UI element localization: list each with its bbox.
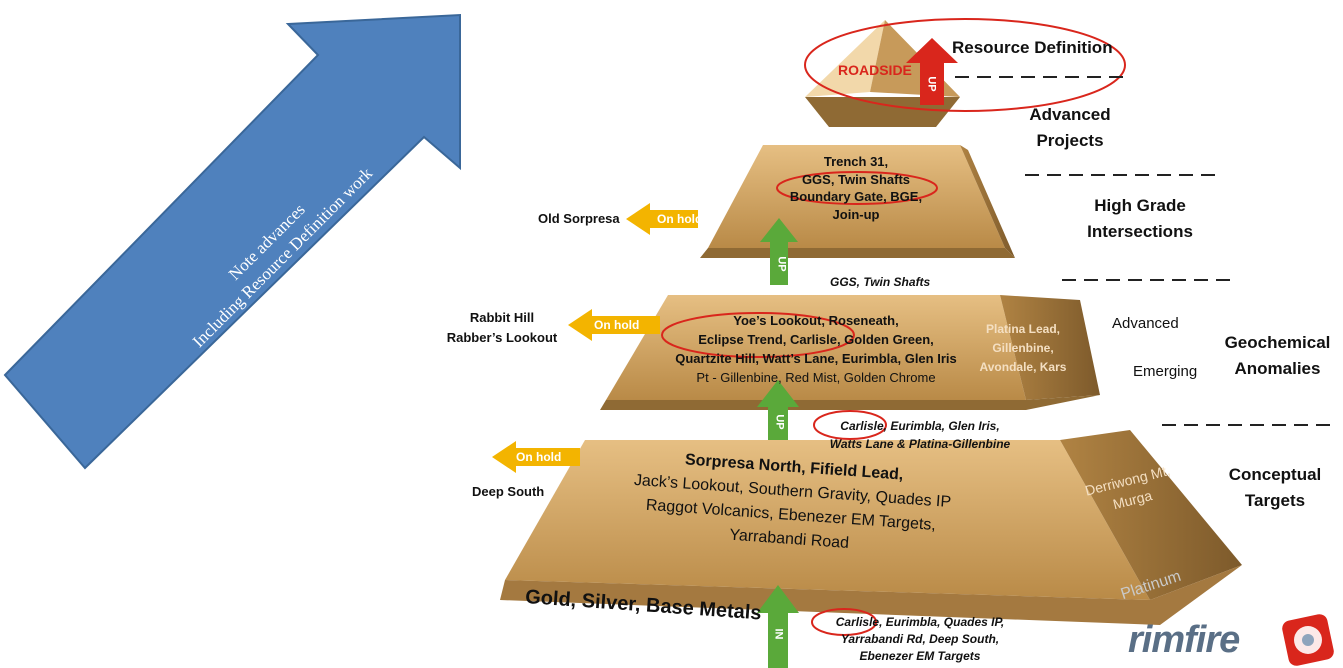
high-grade-line-1: High Grade (1094, 196, 1186, 215)
conceptual-pyramid (500, 430, 1242, 625)
high-grade-item: Trench 31, (823, 154, 889, 169)
roadside-label: ROADSIDE (838, 62, 912, 78)
ggs-twin-shafts-promoted: GGS, Twin Shafts (830, 275, 931, 289)
geochemical-pyramid (600, 295, 1100, 410)
high-grade-items: Trench 31, GGS, Twin Shafts Boundary Gat… (766, 153, 946, 223)
geochemical-item: Yoe’s Lookout, Roseneath, (733, 313, 899, 328)
geochemical-side-item: Avondale, Kars (979, 360, 1067, 374)
top-up-arrow-label: UP (925, 76, 938, 92)
rabbit-hill-line-1: Rabbit Hill (469, 310, 535, 325)
on-hold-arrow-2 (568, 309, 660, 341)
emerging-label: Emerging (1133, 363, 1198, 380)
high-grade-intersections-label: High Grade Intersections (1065, 193, 1215, 245)
on-hold-arrow-1 (626, 203, 698, 235)
up-arrow-2-label: UP (773, 414, 786, 430)
incoming-line-2: Yarrabandi Rd, Deep South, (840, 632, 1000, 646)
rabbit-hill-line-2: Rabber’s Lookout (446, 330, 558, 345)
geochemical-promoted: Carlisle, Eurimbla, Glen Iris, Watts Lan… (800, 417, 1040, 453)
on-hold-label-1: On hold (657, 212, 703, 226)
ggs-circle (776, 171, 938, 205)
advanced-projects-line-2: Projects (1036, 131, 1104, 150)
geochemical-anomalies-label: Geochemical Anomalies (1215, 330, 1340, 382)
high-grade-line-2: Intersections (1087, 222, 1193, 241)
geochemical-item: Eclipse Trend, Carlisle, Golden Green, (698, 332, 934, 347)
conceptual-line-2: Targets (1244, 491, 1306, 510)
on-hold-arrow-3 (492, 441, 580, 473)
geochemical-item: Quartzite Hill, Watt’s Lane, Eurimbla, G… (675, 351, 957, 366)
on-hold-label-3: On hold (516, 450, 562, 464)
incoming-line-1: Carlisle, Eurimbla, Quades IP, (835, 615, 1005, 629)
geochemical-side-items: Platina Lead, Gillenbine, Avondale, Kars (973, 320, 1073, 377)
geochemical-item: Pt - Gillenbine, Red Mist, Golden Chrome (696, 370, 936, 385)
high-grade-item: Boundary Gate, BGE, (789, 189, 923, 204)
conceptual-targets-label: Conceptual Targets (1215, 462, 1335, 514)
promoted-line-2: Watts Lane & Platina-Gillenbine (829, 437, 1011, 451)
incoming-targets: Carlisle, Eurimbla, Quades IP, Yarraband… (805, 614, 1035, 665)
high-grade-item: GGS, Twin Shafts (801, 171, 911, 187)
resource-definition-circle (804, 18, 1126, 112)
in-arrow-label: IN (772, 628, 785, 640)
rimfire-logo-text: rimfire (1128, 619, 1240, 661)
incoming-carlisle-circle (811, 608, 877, 636)
green-up-arrow-2 (757, 380, 799, 440)
incoming-line-3: Ebenezer EM Targets (859, 649, 981, 663)
geochemical-line-1: Geochemical (1224, 333, 1331, 352)
old-sorpresa-label: Old Sorpresa (538, 211, 620, 226)
on-hold-label-2: On hold (594, 318, 640, 332)
green-up-arrow-1 (760, 218, 798, 285)
geochemical-side-item: Gillenbine, (992, 341, 1054, 355)
promoted-carlisle-circle (813, 410, 887, 440)
high-grade-item: Join-up (832, 206, 880, 222)
conceptual-line-1: Conceptual (1228, 465, 1322, 484)
red-up-arrow (906, 38, 958, 105)
up-arrow-1-label: UP (775, 256, 788, 272)
resource-definition-title: Resource Definition (952, 38, 1113, 57)
advanced-projects-label: Advanced Projects (1010, 102, 1130, 154)
banner-arrow (3, 13, 461, 470)
advanced-projects-line-1: Advanced (1029, 105, 1111, 124)
deep-south-label: Deep South (472, 484, 545, 499)
rimfire-logo-mark (1282, 614, 1334, 666)
geochemical-items: Yoe’s Lookout, Roseneath, Eclipse Trend,… (655, 311, 977, 387)
rabbit-hill-label: Rabbit Hill Rabber’s Lookout (442, 308, 562, 348)
eclipse-carlisle-circle (661, 312, 855, 358)
geochemical-line-2: Anomalies (1234, 359, 1321, 378)
geochemical-side-item: Platina Lead, (985, 322, 1061, 336)
advanced-label: Advanced (1112, 315, 1179, 332)
promoted-line-1: Carlisle, Eurimbla, Glen Iris, (840, 419, 1000, 433)
green-in-arrow (757, 585, 799, 668)
